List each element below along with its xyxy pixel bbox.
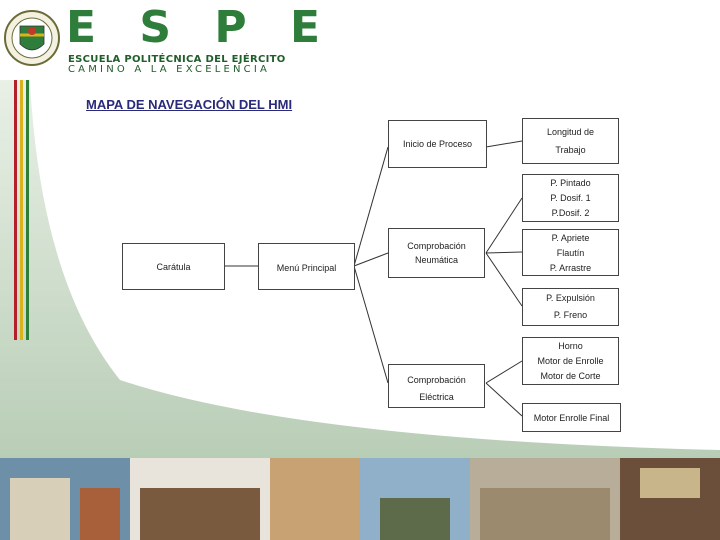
node-pintado-group: P. Pintado P. Dosif. 1 P.Dosif. 2 [522, 174, 619, 222]
header: E S P E ESCUELA POLITÉCNICA DEL EJÉRCITO… [0, 0, 720, 80]
node-expulsion-group: P. Expulsión P. Freno [522, 288, 619, 326]
dosif1-item: P. Dosif. 1 [550, 193, 591, 203]
node-comprobacion-neumatica: Comprobación Neumática [388, 228, 485, 278]
apriete-item: P. Apriete [551, 233, 590, 243]
node-menu-principal: Menú Principal [258, 243, 355, 290]
node-caratula: Carátula [122, 243, 225, 290]
page-title: MAPA DE NAVEGACIÓN DEL HMI [86, 97, 293, 112]
node-inicio-proceso: Inicio de Proceso [388, 120, 487, 168]
espe-logo: E S P E [66, 2, 335, 53]
menu-principal-label: Menú Principal [276, 263, 337, 273]
electrica-line-1: Comprobación [407, 375, 466, 385]
node-apriete-group: P. Apriete Flautín P. Arrastre [522, 229, 619, 276]
electrica-line-2: Eléctrica [419, 392, 454, 402]
node-comprobacion-electrica: Comprobación Eléctrica [388, 364, 485, 408]
dosif2-item: P.Dosif. 2 [551, 208, 590, 218]
school-seal-icon [4, 10, 60, 66]
flautin-item: Flautín [556, 248, 585, 258]
school-name: ESCUELA POLITÉCNICA DEL EJÉRCITO [68, 54, 286, 65]
school-motto: CAMINO A LA EXCELENCIA [68, 64, 271, 75]
node-longitud-trabajo: Longitud de Trabajo [522, 118, 619, 164]
freno-item: P. Freno [553, 310, 588, 320]
decorative-background [0, 80, 720, 460]
campus-photo-strip [0, 458, 720, 540]
arrastre-item: P. Arrastre [549, 263, 592, 273]
node-horno-group: Horno Motor de Enrolle Motor de Corte [522, 337, 619, 385]
pintado-item: P. Pintado [550, 178, 591, 188]
motor-corte-item: Motor de Corte [540, 371, 601, 381]
expulsion-item: P. Expulsión [546, 293, 595, 303]
horno-item: Horno [558, 341, 583, 351]
motor-enrolle-item: Motor de Enrolle [537, 356, 604, 366]
longitud-line-1: Longitud de [546, 127, 595, 137]
longitud-line-2: Trabajo [555, 145, 586, 155]
node-motor-enrolle-final: Motor Enrolle Final [522, 403, 621, 432]
